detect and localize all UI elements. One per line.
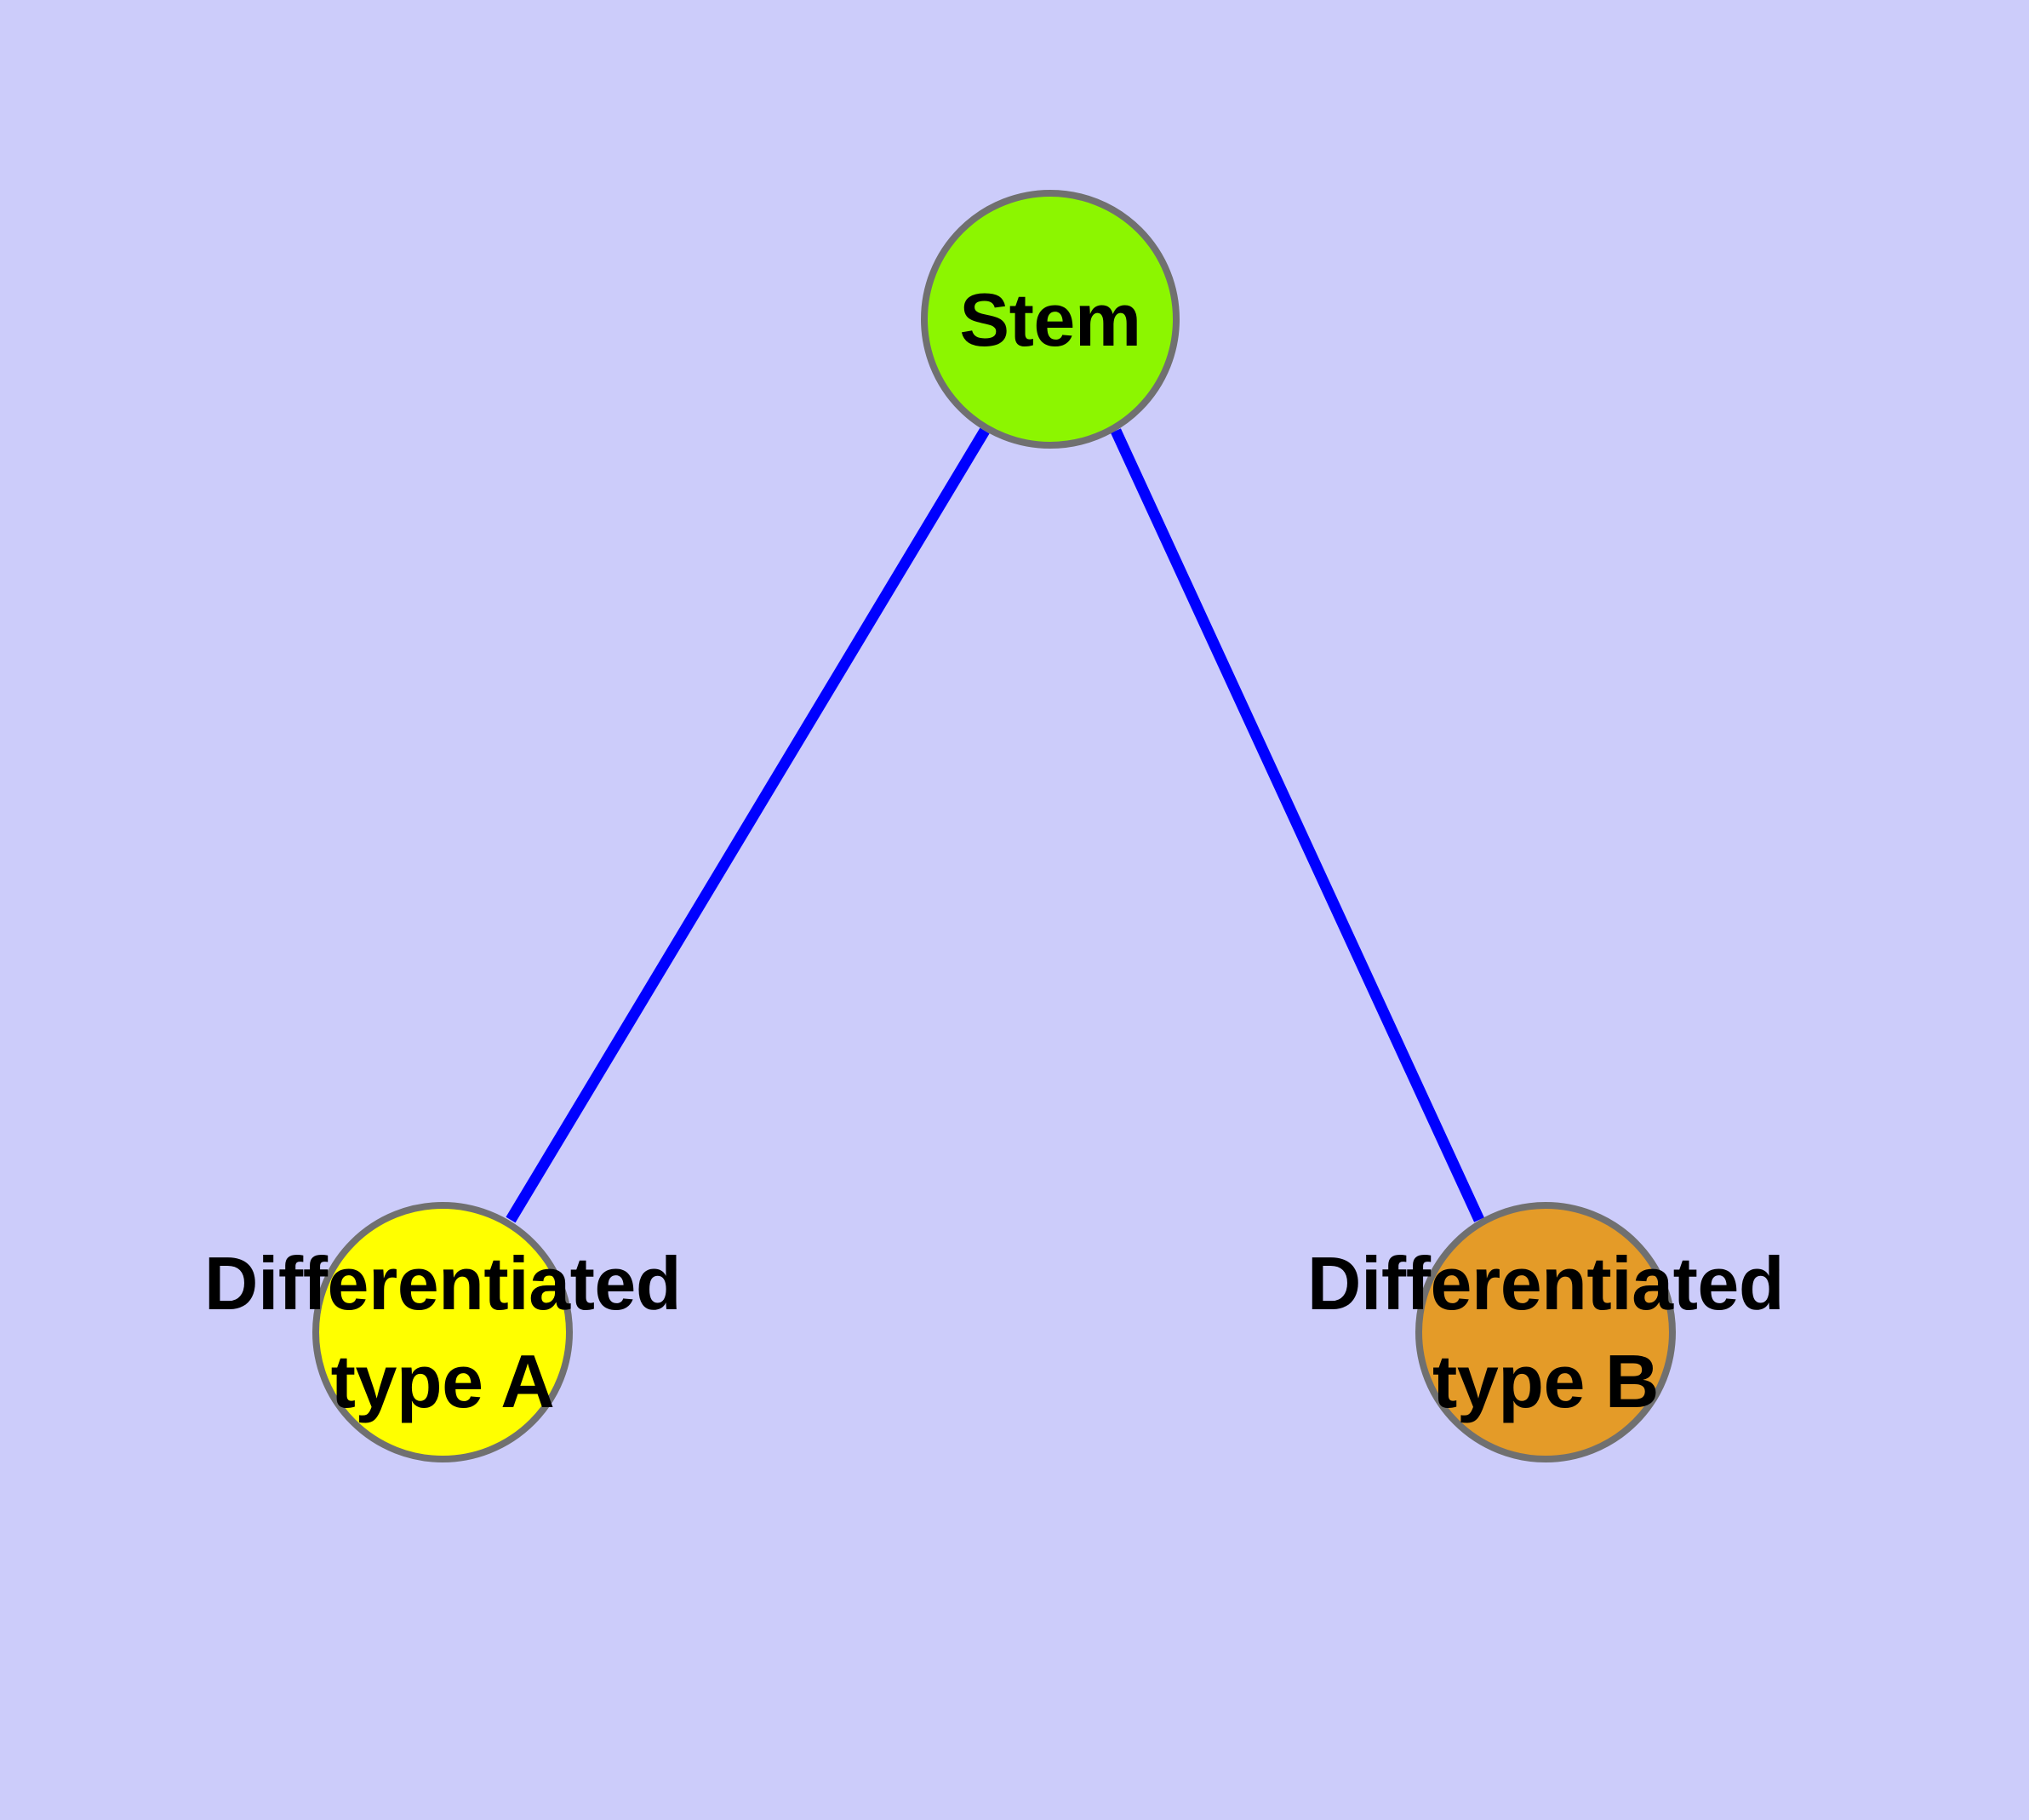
node-differentiated-type-b-label-line1: Differentiated <box>1306 1241 1785 1325</box>
node-differentiated-type-b-label: Differentiated type B <box>1306 1234 1785 1430</box>
node-differentiated-type-b-label-line2: type B <box>1432 1339 1659 1423</box>
node-stem[interactable]: Stem <box>921 190 1180 449</box>
node-differentiated-type-a-label-line2: type A <box>330 1339 555 1423</box>
edge-stem-to-diff-b <box>1111 428 1484 1222</box>
node-differentiated-type-a-label-line1: Differentiated <box>203 1241 682 1325</box>
node-stem-label: Stem <box>959 277 1141 362</box>
node-differentiated-type-b-circle <box>1415 1202 1676 1462</box>
node-differentiated-type-b[interactable]: Differentiated type B <box>1307 1202 1785 1462</box>
node-differentiated-type-a-label: Differentiated type A <box>203 1234 682 1430</box>
node-differentiated-type-a[interactable]: Differentiated type A <box>204 1202 682 1462</box>
edge-stem-to-diff-a <box>506 427 990 1223</box>
node-differentiated-type-a-circle <box>312 1202 573 1462</box>
node-stem-circle <box>921 190 1180 449</box>
